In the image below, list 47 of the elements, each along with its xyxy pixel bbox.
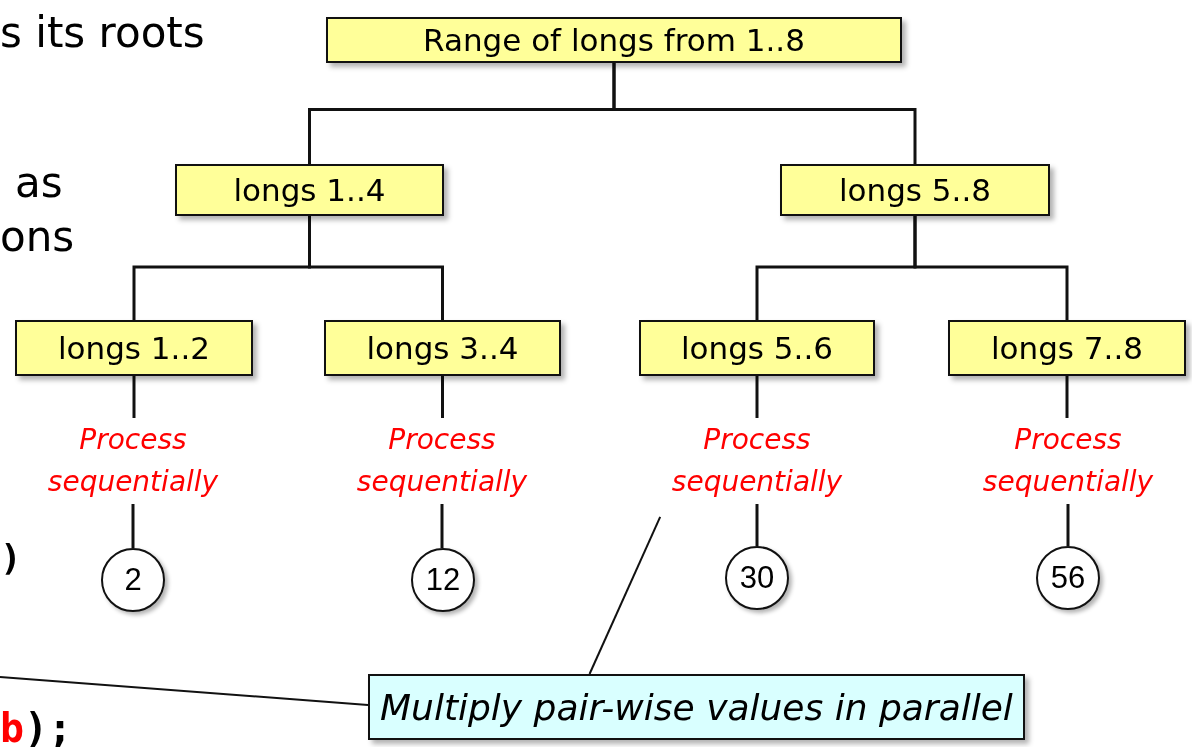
step-note: Process sequentially	[339, 418, 545, 504]
code-fragment: )	[0, 540, 22, 576]
result-value: 2	[124, 562, 142, 598]
range-box	[324, 320, 561, 376]
connector-line	[1065, 376, 1069, 418]
range-box	[639, 320, 875, 376]
step-note: Process sequentially	[30, 418, 236, 504]
callout-text: Multiply pair-wise values in parallel	[380, 686, 1013, 728]
connector-line	[308, 216, 444, 320]
connector-line	[1066, 504, 1070, 546]
range-box	[326, 17, 902, 63]
range-box	[15, 320, 253, 376]
box-label: longs 7..8	[990, 330, 1144, 366]
box-label: longs 5..8	[838, 172, 992, 208]
slide-text: as	[15, 162, 63, 204]
box-label: Range of longs from 1..8	[423, 22, 805, 58]
connector-line	[131, 504, 135, 548]
result-value: 56	[1050, 560, 1086, 596]
step-note: Process sequentially	[654, 418, 860, 504]
connector-line	[913, 216, 1069, 320]
connector-line	[755, 504, 759, 546]
leader-line	[588, 515, 662, 675]
code-fragment: b	[0, 708, 25, 747]
code-fragment: );	[24, 708, 73, 747]
range-box	[780, 164, 1050, 216]
result-circle	[725, 546, 789, 610]
connector-line	[132, 376, 136, 418]
box-label: longs 1..2	[57, 330, 211, 366]
slide-text: s its roots	[0, 12, 205, 54]
result-circle	[1036, 546, 1100, 610]
connector-line	[440, 504, 444, 548]
box-label: longs 5..6	[680, 330, 834, 366]
result-circle	[411, 548, 475, 612]
connector-line	[441, 376, 444, 418]
leader-line	[0, 676, 369, 706]
box-label: longs 3..4	[366, 330, 519, 366]
connector-line	[612, 63, 917, 164]
range-box	[175, 164, 444, 216]
result-value: 30	[739, 560, 775, 596]
box-label: longs 1..4	[233, 172, 386, 208]
connector-line	[755, 376, 759, 418]
callout-box	[368, 674, 1025, 740]
result-circle	[101, 548, 165, 612]
range-box	[948, 320, 1186, 376]
slide-text: ons	[0, 216, 75, 258]
result-value: 12	[425, 562, 461, 598]
step-note: Process sequentially	[965, 418, 1171, 504]
